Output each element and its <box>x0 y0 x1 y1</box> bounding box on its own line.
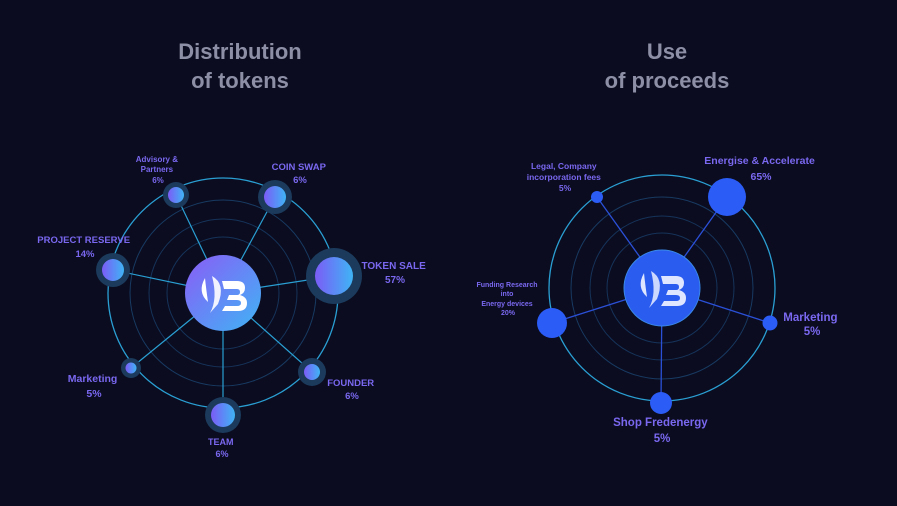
node-team <box>205 397 241 433</box>
label-team: TEAM 6% <box>208 437 236 459</box>
left-nodes <box>96 180 362 433</box>
node-marketing <box>121 358 141 378</box>
right-title-line1: Use <box>646 39 688 64</box>
label-shop: Shop Fredenergy 5% <box>613 417 711 445</box>
leaf-logo-icon <box>640 271 686 308</box>
label-marketing-right: Marketing 5% <box>783 312 841 338</box>
label-energise: Energise & Accelerate 65% <box>704 155 817 183</box>
left-labels: Advisory & Partners 6% COIN SWAP 6% PROJ… <box>37 155 428 459</box>
label-token-sale: TOKEN SALE 57% <box>361 261 428 286</box>
right-title-line2: of proceeds <box>604 68 730 93</box>
label-founder: FOUNDER 6% <box>327 378 377 402</box>
node-shop <box>650 392 672 414</box>
node-energise <box>708 178 746 216</box>
node-advisory <box>163 182 189 208</box>
left-diagram: Advisory & Partners 6% COIN SWAP 6% PROJ… <box>37 155 428 459</box>
node-founder <box>298 358 326 386</box>
node-project-reserve <box>96 253 130 287</box>
node-token-sale <box>306 248 362 304</box>
label-project-reserve: PROJECT RESERVE 14% <box>37 235 132 260</box>
left-title-line1: Distribution <box>178 39 302 64</box>
right-nodes <box>537 178 778 414</box>
node-coin-swap <box>258 180 292 214</box>
label-advisory: Advisory & Partners 6% <box>136 155 180 185</box>
node-funding-research <box>537 308 567 338</box>
label-marketing: Marketing 5% <box>68 373 121 400</box>
left-title-line2: of tokens <box>191 68 289 93</box>
label-coin-swap: COIN SWAP 6% <box>272 162 329 186</box>
right-center-logo <box>623 249 701 327</box>
left-center-logo <box>185 255 261 331</box>
left-title: Distribution of tokens <box>110 37 370 95</box>
right-title: Use of proceeds <box>537 37 797 95</box>
label-legal: Legal, Company incorporation fees 5% <box>527 161 604 193</box>
label-funding-research: Funding Research into Energy devices 20% <box>476 282 539 317</box>
leaf-logo-icon <box>201 276 247 313</box>
node-marketing-right <box>762 315 778 331</box>
right-diagram: Legal, Company incorporation fees 5% Ene… <box>476 155 841 445</box>
right-labels: Legal, Company incorporation fees 5% Ene… <box>476 155 841 445</box>
node-legal <box>591 191 603 203</box>
